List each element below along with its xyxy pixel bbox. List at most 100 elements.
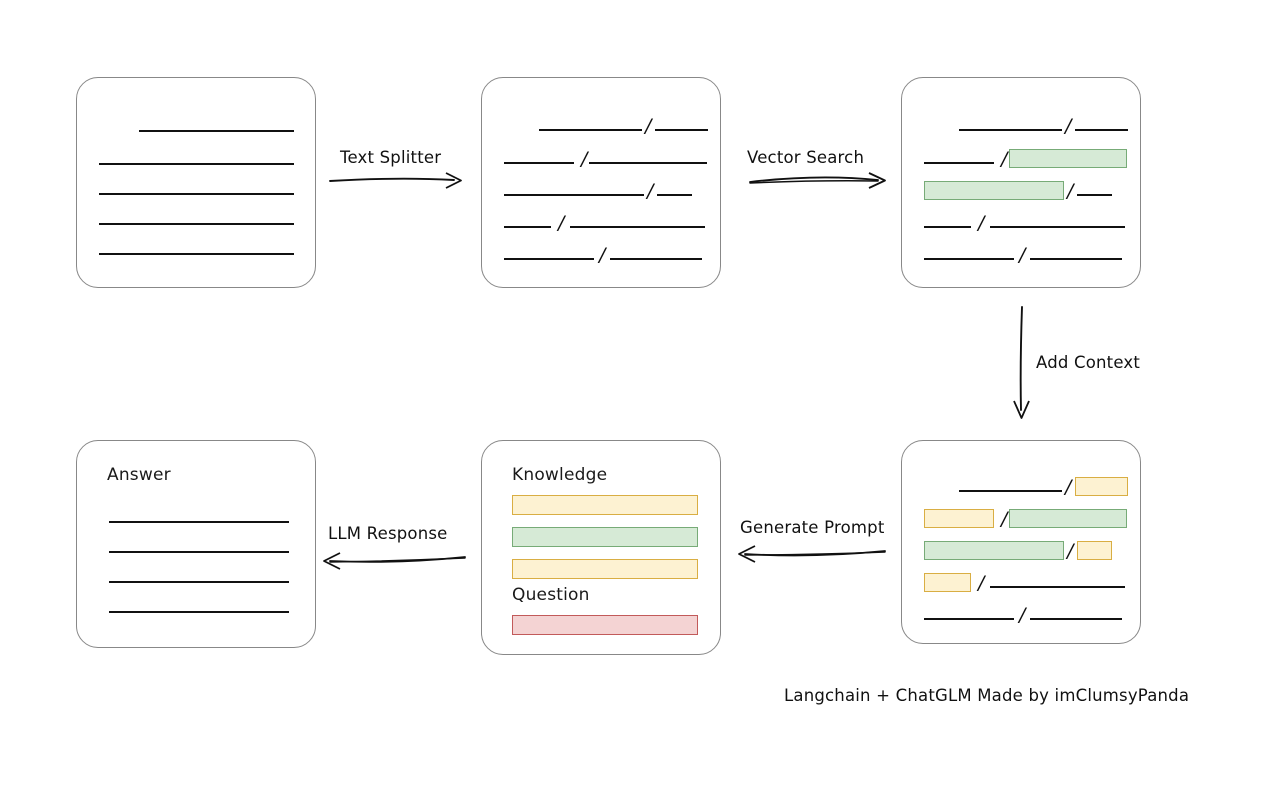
- text-line-segment: [589, 162, 708, 164]
- text-line-segment: [139, 130, 294, 132]
- text-line-segment: [924, 618, 1014, 620]
- question-bar: [512, 615, 698, 635]
- arrow-label-add-context: Add Context: [1036, 353, 1141, 372]
- context-chunk-highlight: [1077, 541, 1113, 560]
- matched-chunk-highlight: [924, 541, 1064, 560]
- chunk-line: /: [924, 212, 1126, 234]
- chunk-line: /: [924, 244, 1123, 266]
- chunk-line: /: [504, 148, 708, 170]
- context-chunk-highlight: [924, 509, 994, 528]
- arrow-vector-search: [749, 172, 886, 189]
- matched-chunk-highlight: [1009, 509, 1128, 528]
- chunk-line: /: [959, 476, 1129, 498]
- arrow-label-llm-response: LLM Response: [328, 524, 448, 543]
- context-chunk-highlight: [1075, 477, 1129, 496]
- text-line-segment: [109, 551, 289, 553]
- chunk-line: /: [539, 115, 709, 137]
- context-chunks-box[interactable]: / / / / /: [901, 440, 1141, 644]
- text-line-segment: [504, 194, 644, 196]
- text-line-segment: [109, 611, 289, 613]
- text-line-segment: [99, 253, 294, 255]
- text-line-segment: [924, 258, 1014, 260]
- text-line-segment: [539, 129, 642, 131]
- chunk-separator: /: [1067, 540, 1074, 562]
- text-line-segment: [99, 193, 294, 195]
- chunk-separator: /: [647, 180, 654, 202]
- arrow-label-text-splitter: Text Splitter: [340, 148, 442, 167]
- text-line-segment: [1030, 258, 1123, 260]
- arrow-label-vector-search: Vector Search: [747, 148, 865, 167]
- chunk-line: /: [924, 540, 1113, 562]
- text-line-segment: [109, 581, 289, 583]
- credit-text: Langchain + ChatGLM Made by imClumsyPand…: [784, 686, 1190, 705]
- text-line-segment: [504, 162, 574, 164]
- text-line-segment: [610, 258, 703, 260]
- text-line-segment: [1077, 194, 1113, 196]
- chunk-line: /: [924, 508, 1128, 530]
- text-line-segment: [99, 223, 294, 225]
- chunk-line: /: [959, 115, 1129, 137]
- text-line-segment: [924, 226, 971, 228]
- doc-line: [99, 211, 294, 225]
- chunk-line: /: [924, 572, 1126, 594]
- knowledge-heading: Knowledge: [512, 465, 608, 485]
- matched-chunk-highlight: [1009, 149, 1128, 168]
- text-line-segment: [924, 162, 994, 164]
- chunk-line: /: [924, 180, 1113, 202]
- question-heading: Question: [512, 585, 590, 605]
- chunk-separator: /: [1067, 180, 1074, 202]
- arrow-label-generate-prompt: Generate Prompt: [740, 518, 885, 537]
- chunk-separator: /: [581, 148, 588, 170]
- text-line-segment: [504, 258, 594, 260]
- knowledge-bar: [512, 559, 698, 579]
- text-line-segment: [959, 490, 1062, 492]
- chunk-line: /: [924, 148, 1128, 170]
- chunk-separator: /: [978, 212, 985, 234]
- doc-line: [139, 118, 294, 132]
- chunk-separator: /: [558, 212, 565, 234]
- answer-box[interactable]: Answer: [76, 440, 316, 648]
- doc-line: [99, 151, 294, 165]
- arrow-generate-prompt: [738, 545, 886, 563]
- chunk-line: /: [924, 604, 1123, 626]
- doc-line: [99, 241, 294, 255]
- text-line-segment: [990, 586, 1126, 588]
- chunk-separator: /: [1001, 148, 1008, 170]
- matched-chunk-highlight: [924, 181, 1064, 200]
- chunk-separator: /: [1065, 476, 1072, 498]
- text-line-segment: [1030, 618, 1123, 620]
- chunk-line: /: [504, 212, 706, 234]
- text-line-segment: [1075, 129, 1129, 131]
- text-line-segment: [99, 163, 294, 165]
- arrow-llm-response: [323, 552, 466, 570]
- doc-line: [99, 181, 294, 195]
- arrow-text-splitter: [329, 172, 462, 189]
- answer-line: [109, 539, 289, 553]
- arrow-add-context: [1013, 306, 1030, 419]
- prompt-box[interactable]: Knowledge Question: [481, 440, 721, 655]
- chunk-separator: /: [978, 572, 985, 594]
- matched-chunks-box[interactable]: / / / / /: [901, 77, 1141, 288]
- chunk-separator: /: [1065, 115, 1072, 137]
- chunk-separator: /: [1019, 604, 1026, 626]
- text-line-segment: [959, 129, 1062, 131]
- chunk-line: /: [504, 180, 693, 202]
- source-document-box[interactable]: [76, 77, 316, 288]
- text-line-segment: [570, 226, 706, 228]
- answer-line: [109, 509, 289, 523]
- text-line-segment: [109, 521, 289, 523]
- text-line-segment: [990, 226, 1126, 228]
- chunk-separator: /: [1019, 244, 1026, 266]
- chunk-line: /: [504, 246, 703, 265]
- split-chunks-box[interactable]: / / / / /: [481, 77, 721, 288]
- answer-line: [109, 599, 289, 613]
- chunk-separator: /: [1001, 508, 1008, 530]
- text-line-segment: [504, 226, 551, 228]
- knowledge-bar: [512, 527, 698, 547]
- answer-line: [109, 569, 289, 583]
- text-line-segment: [655, 129, 709, 131]
- chunk-separator: /: [645, 115, 652, 137]
- knowledge-bar: [512, 495, 698, 515]
- context-chunk-highlight: [924, 573, 971, 592]
